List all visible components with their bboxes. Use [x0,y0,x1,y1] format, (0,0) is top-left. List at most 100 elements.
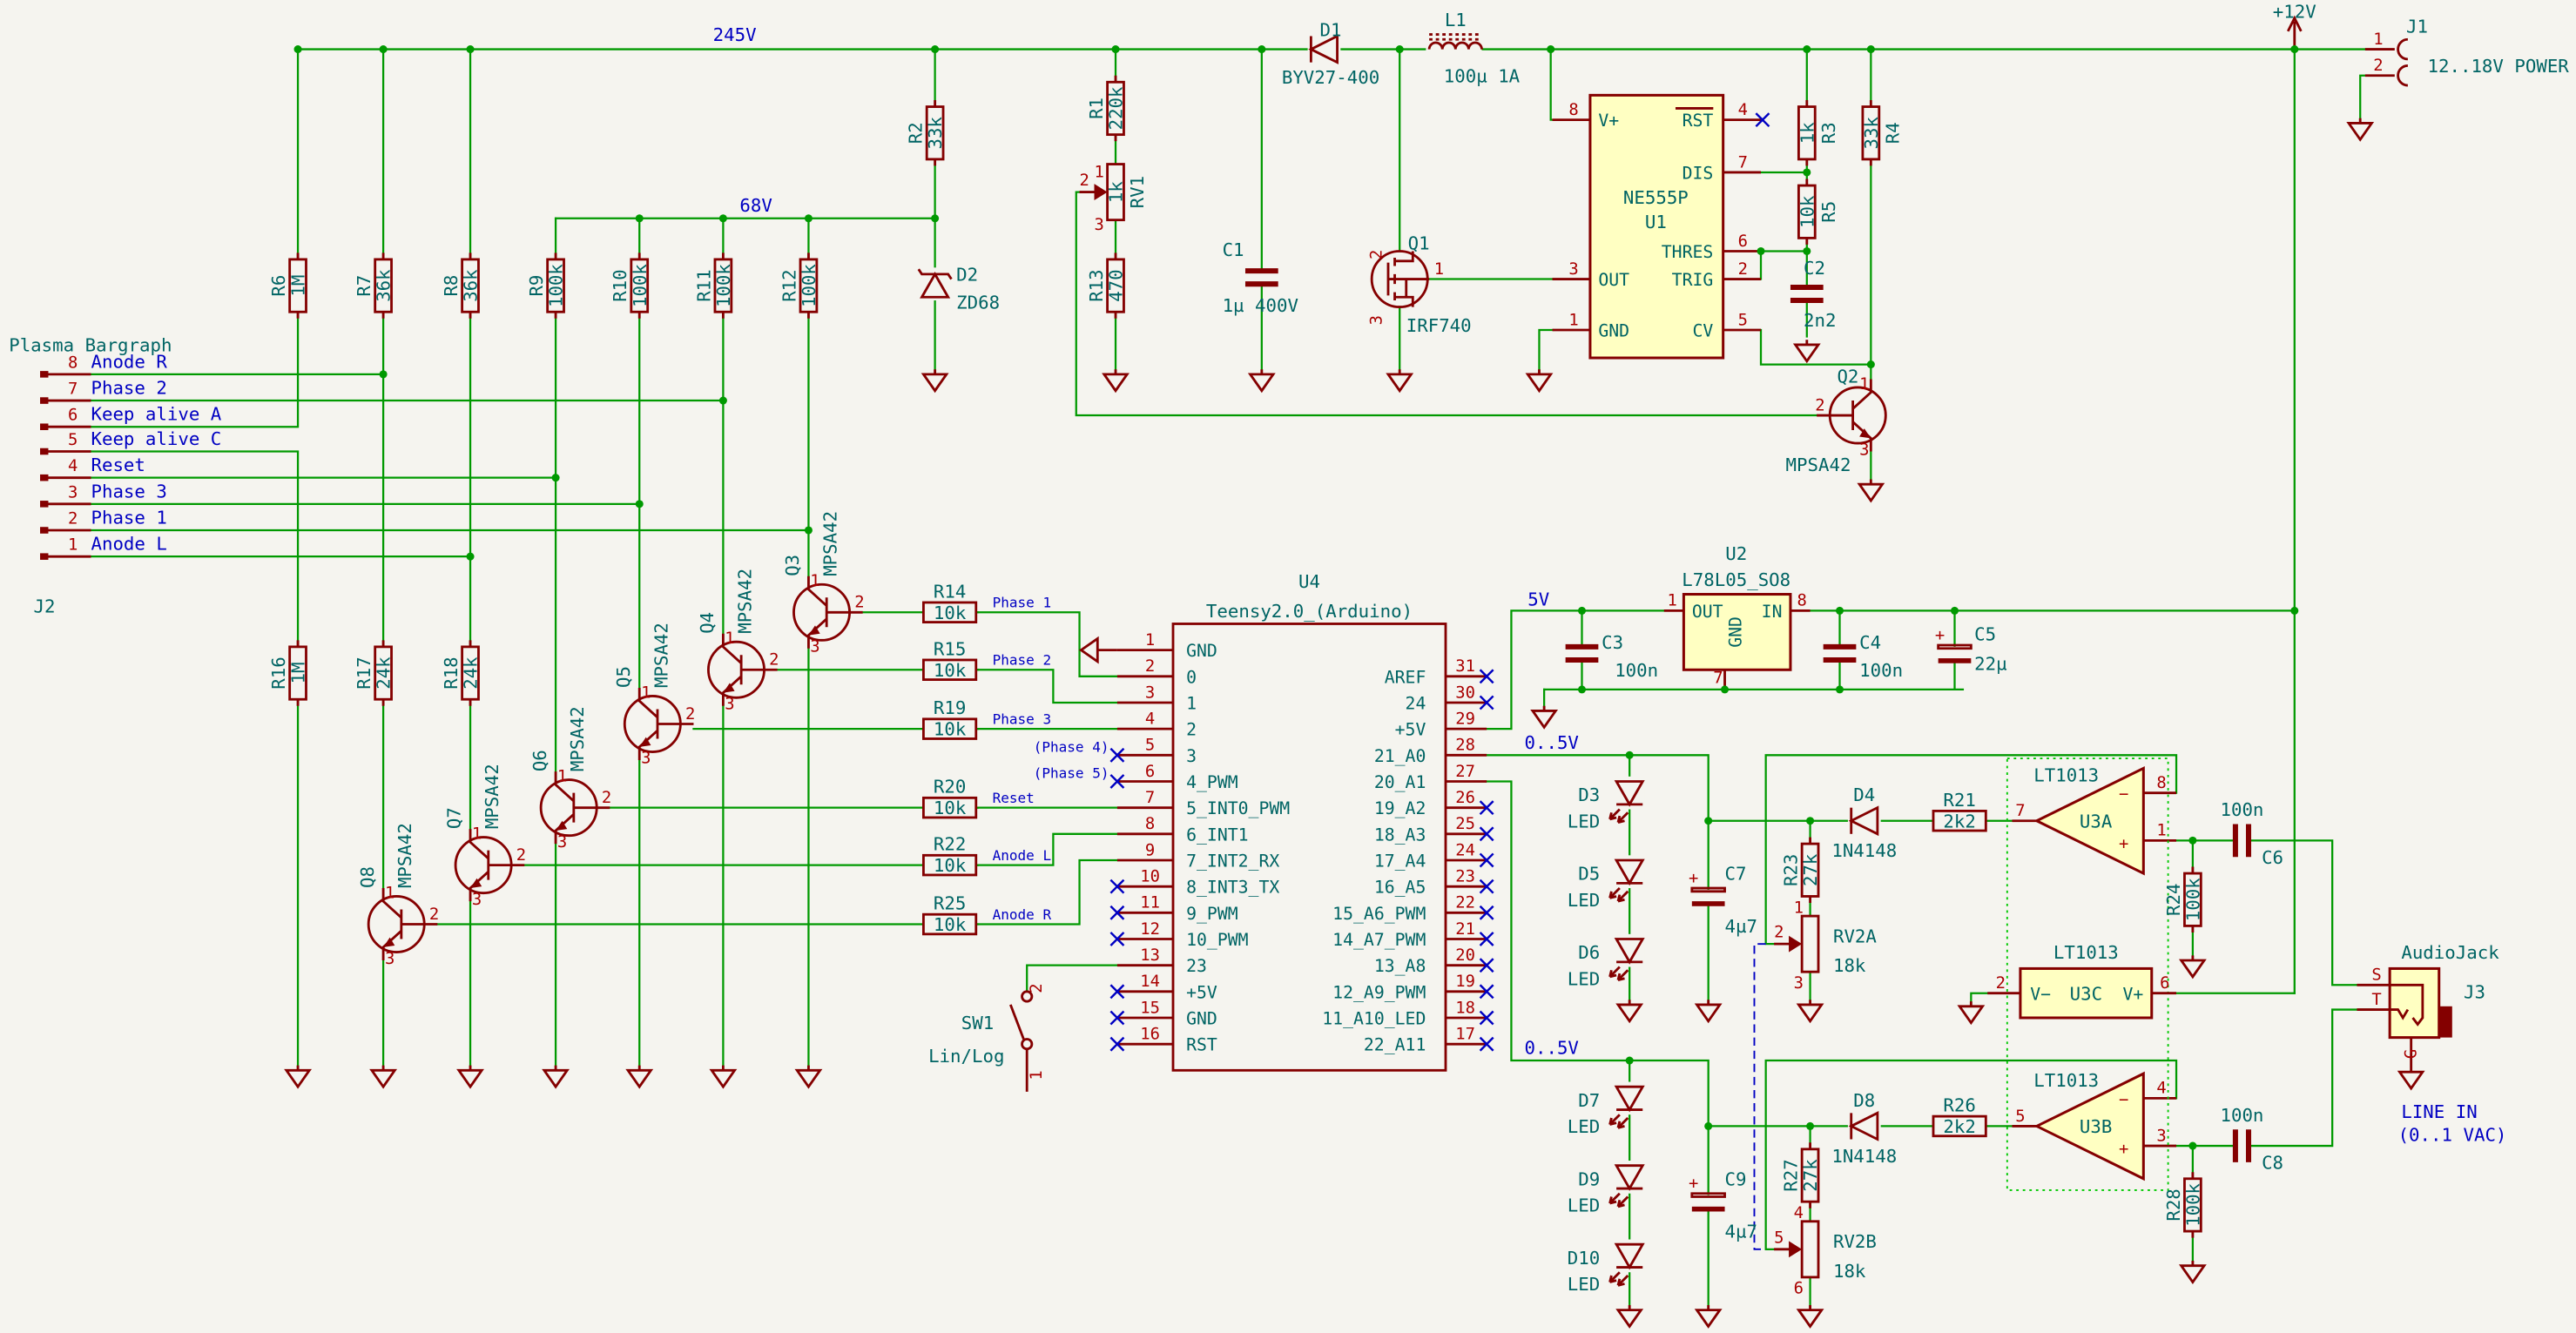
wire-gap [1819,646,1860,660]
resistor-value: 10k [934,603,967,623]
wire-gap [1934,646,1975,660]
inductor-coil [1427,41,1483,50]
pin-name: Keep alive A [91,404,221,425]
diode-ref: D4 [1853,784,1875,805]
ground-icon [1857,479,1885,503]
mosfet-q1 [1370,250,1430,308]
transistor-value: MPSA42 [651,623,671,688]
pin-number: 3 [1794,974,1804,993]
resistor-value: 1k [1797,122,1817,144]
resistor-ref: R8 [441,275,462,297]
pin-number: 16 [1140,1026,1160,1044]
ground-icon [1386,369,1414,394]
no-connect-icon [1479,1010,1494,1026]
ground-symbol [1694,1304,1723,1329]
wire [974,611,1119,677]
transistor-value: MPSA42 [1786,454,1851,475]
pin-number: 2 [1080,172,1089,190]
resistor-r19 [922,717,978,740]
capacitor-ref: C5 [1974,623,1996,644]
pin-number: 2 [602,789,611,807]
pin-number: 1 [1794,899,1804,917]
ground-symbol [1525,369,1554,394]
led-value: LED [1568,890,1600,911]
pin-number: 7 [2015,802,2025,820]
pin-name: DIS [1682,164,1714,184]
transistor-q8 [367,888,438,960]
ground-icon [1792,340,1821,364]
ground-icon [920,369,949,394]
led-ref: D9 [1578,1168,1600,1189]
ground-symbol [1102,369,1130,394]
transistor-leads [469,829,525,902]
ground-symbol [1792,340,1821,364]
pin-name: Phase 2 [91,378,166,399]
pin-number: 18 [1455,999,1475,1017]
capacitor-c9 [1689,1192,1729,1212]
resistor-ref: R3 [1818,122,1839,144]
ic-value: Teensy2.0_(Arduino) [1206,601,1413,622]
no-connect-icon [1109,774,1125,789]
pin-number: 6 [1738,232,1748,251]
pin-name: 0 [1186,667,1197,687]
led-d6 [1608,933,1645,981]
transistor-leads [807,576,863,649]
junction-dot [379,45,388,54]
wire-gap [1689,1195,1729,1208]
resistor-body [922,912,978,936]
pin-name: Reset [91,454,145,475]
pin-number: 3 [810,638,819,656]
pin-name: 10_PWM [1186,930,1249,950]
resistor-r7 [374,252,393,319]
resistor-r20 [922,796,978,819]
zener-ref: D2 [956,264,978,285]
resistor-r28 [2183,1172,2202,1238]
resistor-value: 220k [1106,86,1127,130]
ground-icon [1796,1304,1824,1329]
junction-dot [1806,1121,1815,1130]
pin-number: 8 [2156,774,2166,792]
transistor-ref: Q5 [613,666,634,688]
jack-contacts [2357,983,2424,1067]
ic-u4-teensy [1078,623,1487,1072]
wire [974,832,1119,866]
emitter-arrow-icon [639,737,651,747]
pin-number: 8 [1568,101,1578,119]
pin-name: 19_A2 [1374,798,1426,818]
resistor-ref: R26 [1943,1094,1975,1115]
wire [1764,1059,2178,1250]
wire-a1 [1486,780,1709,1128]
ground-icon [1615,1304,1644,1329]
inductor-ref: L1 [1445,10,1467,30]
polarity-mark: + [1689,1175,1698,1193]
wire-rv1-to-q2 [1075,191,1818,417]
pin-stub [40,371,49,378]
capacitor-plate-negative [1691,1206,1725,1212]
pin-number: 4 [2156,1080,2166,1098]
ground-icon [1694,1304,1723,1329]
ground-symbol [1615,1000,1644,1024]
resistor-body [922,658,978,681]
ground-icon [1530,705,1559,730]
junction-dot [1803,246,1811,256]
pin-number: 2 [1738,260,1748,279]
junction-dot [804,526,813,535]
opamp-u3a [2012,765,2177,876]
pin-name: Phase 1 [91,507,166,528]
pin-number: 2 [1774,924,1784,942]
opamp-ref: U3A [2080,811,2113,831]
junction-dot [931,214,940,223]
opamp-value: LT1013 [2053,942,2119,963]
line-in-range-label: (0..1 VAC) [2398,1124,2507,1145]
resistor-value: 100k [2182,1182,2203,1226]
junction-dot [1835,685,1844,694]
pin-number: G [2402,1049,2420,1059]
pin-number: 5 [2015,1107,2025,1126]
led-value: LED [1568,968,1600,989]
pin-name: 15_A6_PWM [1332,904,1426,924]
potentiometer-body [1800,1220,1820,1279]
resistor-ref: R27 [1780,1159,1801,1191]
pin-number: 1 [641,683,651,702]
capacitor-c2 [1787,284,1827,304]
transistor-q5 [623,688,694,760]
